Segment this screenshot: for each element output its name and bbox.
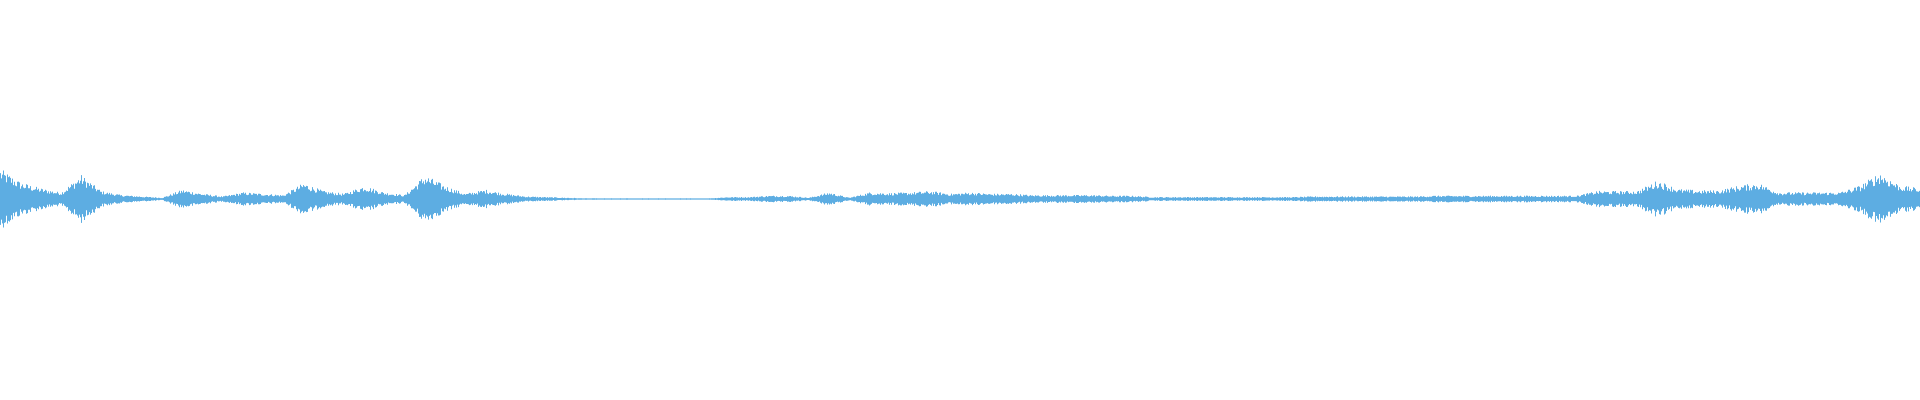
waveform-path: [0, 170, 1920, 228]
